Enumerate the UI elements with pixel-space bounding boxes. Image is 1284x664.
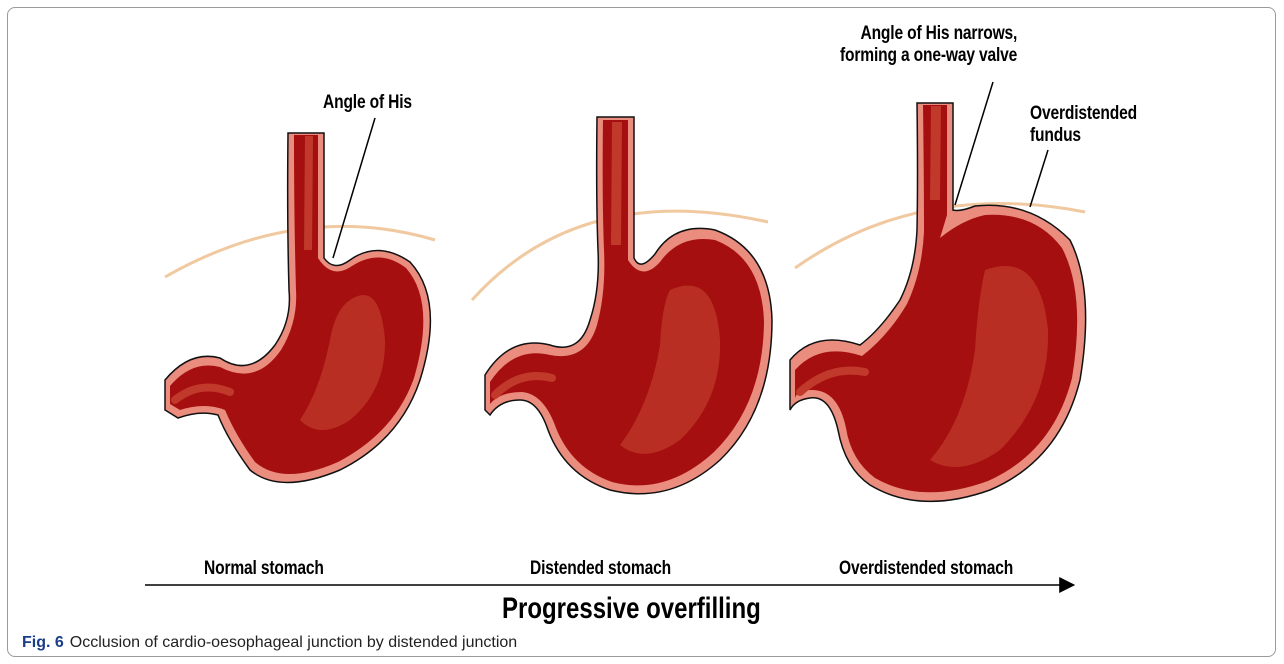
- axis-title: Progressive overfilling: [502, 592, 761, 626]
- stage-label-distended: Distended stomach: [530, 558, 671, 580]
- figure-caption: Fig. 6 Occlusion of cardio-oesophageal ju…: [22, 634, 517, 652]
- label-overdistended-fundus: Overdistended fundus: [1030, 103, 1137, 147]
- pointer-angle-of-his: [333, 118, 375, 258]
- label-angle-of-his: Angle of His: [323, 92, 412, 114]
- pointer-angle-narrows: [955, 82, 993, 205]
- caption-text: Occlusion of cardio-oesophageal junction…: [70, 634, 517, 651]
- stage-label-overdistended: Overdistended stomach: [839, 558, 1013, 580]
- normal-stomach-illustration: [165, 133, 430, 483]
- stage-label-normal: Normal stomach: [204, 558, 324, 580]
- pointer-overdistended-fundus: [1030, 150, 1048, 207]
- label-angle-narrows: Angle of His narrows, forming a one-way …: [840, 23, 1017, 67]
- distended-stomach-illustration: [485, 117, 772, 494]
- caption-number: Fig. 6: [22, 634, 64, 651]
- overdistended-stomach-illustration: [790, 103, 1086, 501]
